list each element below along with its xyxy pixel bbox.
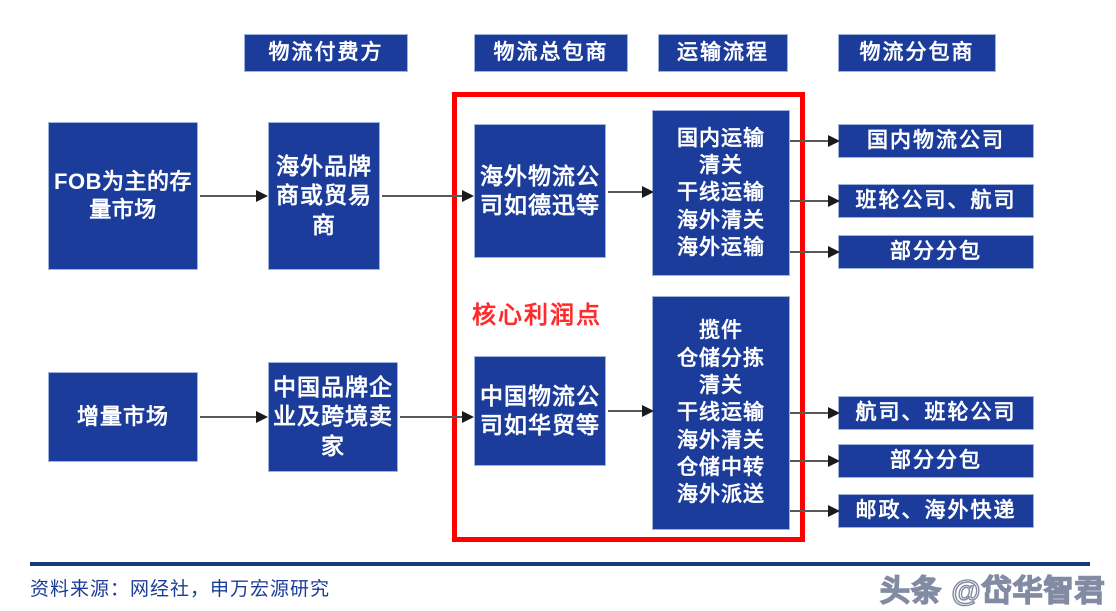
column-header-contractor: 物流总包商 <box>474 34 628 72</box>
core-profit-label: 核心利润点 <box>472 302 602 329</box>
arrow-bottom-process-to-sub-3 <box>790 505 840 517</box>
bottom-subcontractor-box-3: 邮政、海外快递 <box>838 494 1034 528</box>
arrow-top-payer-to-contractor <box>382 190 474 202</box>
top-subcontractor-box-1: 国内物流公司 <box>838 124 1034 158</box>
source-note: 资料来源：网经社，申万宏源研究 <box>30 579 331 600</box>
bottom-subcontractor-box-2: 部分分包 <box>838 444 1034 478</box>
column-header-subcontractor: 物流分包商 <box>838 34 996 72</box>
watermark: 头条 @岱华智君 <box>879 574 1106 608</box>
arrow-top-process-to-sub-1 <box>790 135 840 147</box>
bottom-contractor-box: 中国物流公司如华贸等 <box>474 356 606 466</box>
top-process-box: 国内运输 清关 干线运输 海外清关 海外运输 <box>652 110 790 276</box>
bottom-subcontractor-box-1: 航司、班轮公司 <box>838 396 1034 430</box>
arrow-top-process-to-sub-2 <box>790 195 840 207</box>
top-payer-box: 海外品牌商或贸易商 <box>268 122 380 270</box>
top-contractor-box: 海外物流公司如德迅等 <box>474 124 606 258</box>
top-market-box: FOB为主的存量市场 <box>48 122 198 270</box>
arrow-bottom-process-to-sub-2 <box>790 455 840 467</box>
arrow-bottom-market-to-payer <box>200 411 268 423</box>
arrow-top-process-to-sub-3 <box>790 246 840 258</box>
arrow-top-contractor-to-process <box>608 186 654 198</box>
top-subcontractor-box-3: 部分分包 <box>838 235 1034 269</box>
column-header-payer: 物流付费方 <box>244 34 408 72</box>
footer-divider <box>30 562 1090 566</box>
bottom-market-box: 增量市场 <box>48 372 198 462</box>
column-header-process: 运输流程 <box>658 34 788 72</box>
top-subcontractor-box-2: 班轮公司、航司 <box>838 184 1034 218</box>
bottom-payer-box: 中国品牌企业及跨境卖家 <box>268 362 398 472</box>
arrow-top-market-to-payer <box>200 190 268 202</box>
arrow-bottom-payer-to-contractor <box>400 411 474 423</box>
arrow-bottom-contractor-to-process <box>608 405 654 417</box>
arrow-bottom-process-to-sub-1 <box>790 407 840 419</box>
bottom-process-box: 揽件 仓储分拣 清关 干线运输 海外清关 仓储中转 海外派送 <box>652 296 790 530</box>
